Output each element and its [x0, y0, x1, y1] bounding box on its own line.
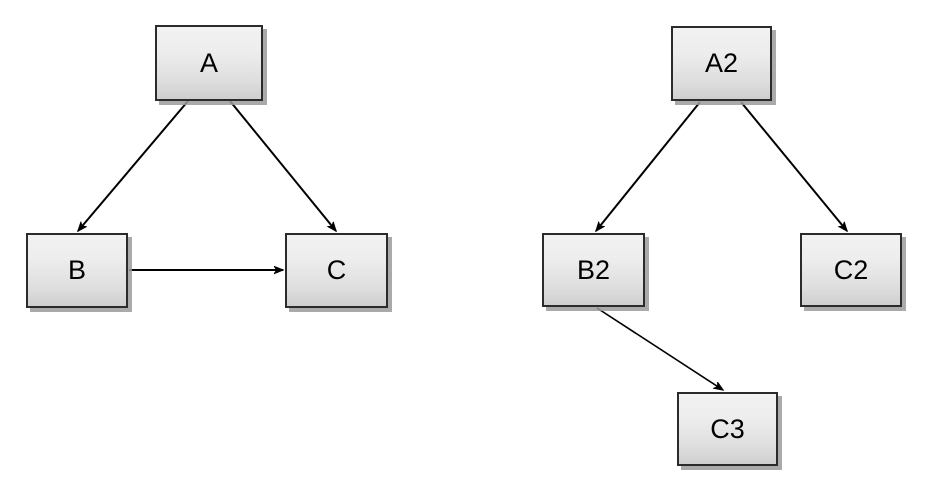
node-b2-label: B2: [576, 254, 611, 285]
node-a2[interactable]: A2: [671, 26, 772, 101]
node-b2[interactable]: B2: [542, 233, 645, 307]
node-a-label: A: [199, 47, 218, 78]
node-b-label: B: [67, 255, 86, 285]
edge-a2-to-c2: [740, 101, 847, 231]
node-c3[interactable]: C3: [677, 392, 778, 466]
node-b[interactable]: B: [26, 233, 128, 308]
edge-a-to-b: [78, 100, 189, 231]
node-c-label: C: [326, 255, 347, 285]
node-c[interactable]: C: [285, 233, 388, 308]
node-c2[interactable]: C2: [800, 233, 902, 307]
edge-a-to-c: [229, 100, 336, 231]
node-c3-label: C3: [710, 413, 745, 444]
node-a[interactable]: A: [155, 25, 263, 101]
node-c2-label: C2: [833, 254, 869, 285]
node-a2-label: A2: [704, 48, 739, 78]
edge-b2-to-c3: [596, 307, 723, 390]
edge-a2-to-b2: [596, 101, 701, 231]
